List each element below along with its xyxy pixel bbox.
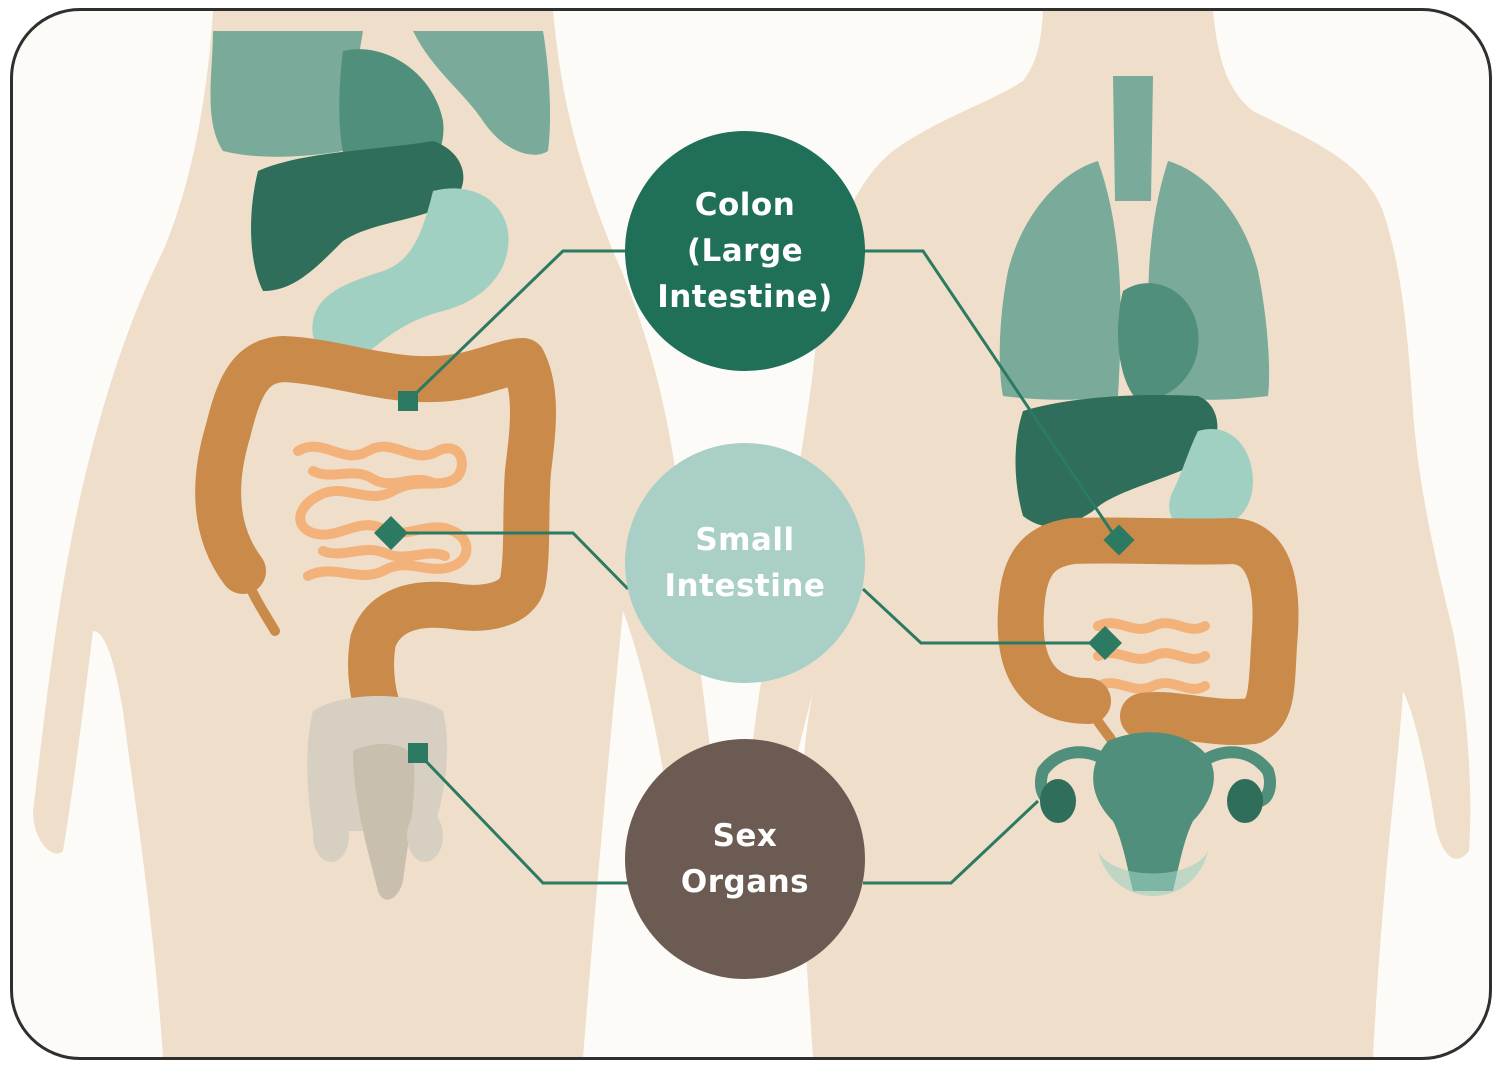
connector-markers	[374, 391, 1135, 763]
colon-label-text: Colon (Large Intestine)	[657, 187, 833, 315]
female-liver	[1015, 394, 1218, 527]
male-liver	[251, 141, 464, 291]
female-small-intestine	[1088, 611, 1213, 711]
male-lungs	[210, 31, 551, 157]
female-colon	[997, 517, 1299, 745]
sex-organs-marker-male	[408, 743, 428, 763]
anatomy-illustration	[33, 11, 1471, 1057]
diagram-frame: Colon (Large Intestine) Small Intestine …	[10, 8, 1492, 1060]
small-intestine-marker-female	[1088, 626, 1122, 660]
female-stomach	[1169, 429, 1253, 531]
sex-organs-label-text: Sex Organs	[680, 818, 810, 900]
sex-organs-label-circle: Sex Organs	[625, 739, 865, 979]
male-small-intestine	[283, 431, 483, 591]
colon-marker-male	[398, 391, 418, 411]
connector-lines	[391, 249, 1120, 885]
female-reproductive-organs	[1035, 732, 1276, 896]
male-sex-organs	[307, 696, 448, 900]
small-intestine-label-text: Small Intestine	[664, 522, 826, 604]
male-colon	[195, 336, 556, 744]
female-trachea	[1113, 76, 1153, 201]
small-intestine-marker-male	[374, 516, 408, 550]
female-heart	[1118, 283, 1199, 401]
small-intestine-label-circle: Small Intestine	[625, 443, 865, 683]
colon-label-circle: Colon (Large Intestine)	[625, 131, 865, 371]
male-stomach	[312, 188, 509, 362]
